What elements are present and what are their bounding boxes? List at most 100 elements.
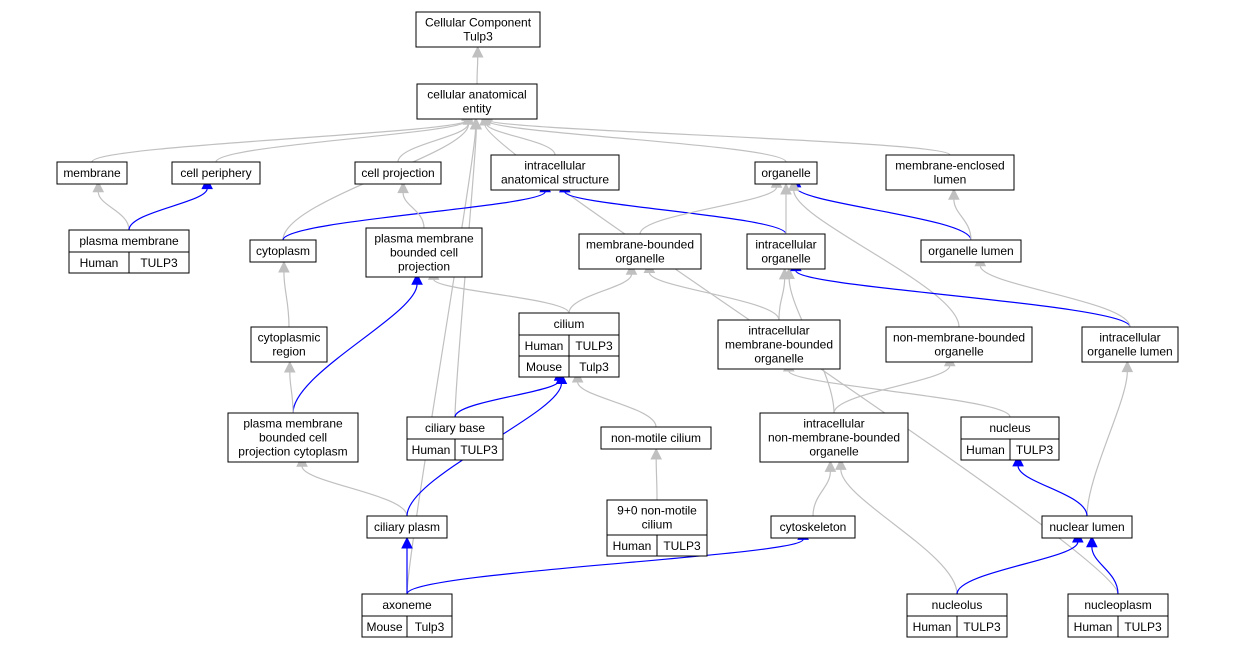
node-label: cell projection	[361, 166, 434, 180]
node-box	[746, 233, 826, 270]
edge-arrowhead	[780, 182, 792, 195]
node-label: ciliary plasm	[374, 520, 440, 534]
edge-line	[812, 471, 831, 517]
gene-cell	[454, 438, 504, 461]
edge-line	[953, 199, 972, 241]
node-inmbo: intracellularnon-membrane-boundedorganel…	[759, 412, 909, 463]
edge-line	[639, 186, 778, 235]
node-label: cellular anatomical	[427, 88, 526, 102]
node-label: anatomical structure	[501, 173, 609, 187]
node-label: organelle	[934, 345, 984, 359]
node-label: organelle lumen	[1087, 345, 1172, 359]
edge-pmbcpc-to-pmbcp	[292, 273, 423, 414]
node-label: projection	[398, 260, 450, 274]
node-label: organelle	[615, 252, 665, 266]
badge-human: Human TULP3	[606, 534, 708, 557]
node-label: entity	[463, 102, 492, 116]
edge-line	[577, 381, 657, 428]
node-box	[415, 11, 541, 48]
node-box	[770, 515, 856, 539]
node-label: non-membrane-bounded	[768, 431, 900, 445]
node-label: cytoplasmic	[258, 331, 321, 345]
gene-cell	[406, 615, 453, 638]
edge-line	[486, 119, 951, 156]
edge-nonmotile-to-cilium	[571, 370, 657, 428]
species-label: Mouse	[526, 360, 562, 374]
edge-line	[1017, 465, 1088, 517]
node-label: bounded cell	[390, 246, 458, 260]
node-box	[227, 412, 359, 463]
edge-arrowhead	[824, 460, 837, 472]
node-label: membrane-bounded	[725, 338, 833, 352]
gene-cell	[656, 534, 708, 557]
edge-line	[397, 123, 469, 163]
badge-human: Human TULP3	[518, 334, 620, 357]
edge-arrowhead	[1086, 535, 1098, 548]
species-label: Human	[966, 443, 1005, 457]
edge-arrowhead	[1121, 360, 1134, 373]
node-box	[885, 154, 1015, 191]
gene-label: TULP3	[663, 539, 701, 553]
edge-line	[485, 122, 556, 156]
species-label: Human	[525, 339, 564, 353]
node-box	[171, 161, 261, 185]
node-box	[416, 83, 538, 120]
edge-line	[292, 284, 418, 414]
node-label: axoneme	[382, 598, 432, 612]
edge-io-to-organelle	[780, 182, 792, 234]
edge-pmbcpc-to-cytoregion	[283, 360, 296, 414]
edge-mbo-to-organelle	[639, 176, 783, 235]
edge-line	[840, 469, 958, 595]
gene-label: TULP3	[460, 443, 498, 457]
edge-line	[979, 265, 1131, 328]
node-box	[600, 426, 712, 450]
edge-line	[648, 272, 780, 321]
edge-membrane-to-cae	[91, 108, 473, 163]
node-ciliaryplasm: ciliary plasm	[366, 515, 448, 539]
gene-label: TULP3	[575, 339, 613, 353]
edge-line	[97, 191, 130, 231]
node-label: region	[272, 345, 305, 359]
node-cellprojection: cell projection	[354, 161, 442, 185]
node-label: intracellular	[1099, 331, 1160, 345]
node-box	[1041, 515, 1133, 539]
gene-label: TULP3	[963, 620, 1001, 634]
edge-pmbcp-to-cellprojection	[397, 181, 425, 229]
edge-line	[795, 270, 1131, 328]
node-label: Cellular Component	[425, 16, 532, 30]
species-label: Human	[613, 539, 652, 553]
edge-arrowhead	[555, 372, 568, 385]
node-box	[1081, 326, 1179, 363]
edge-nmbo-to-organelle	[787, 179, 960, 328]
node-label: bounded cell	[259, 431, 327, 445]
node-nonmotile: non-motile cilium	[600, 426, 712, 450]
node-label: cytoplasm	[256, 244, 310, 258]
node-label: nucleolus	[932, 598, 983, 612]
gene-label: TULP3	[1016, 443, 1054, 457]
node-box	[885, 326, 1033, 363]
node-label: membrane	[63, 166, 121, 180]
edge-arrowhead	[783, 267, 795, 279]
edge-cilium-to-mbo	[568, 263, 638, 314]
node-label: non-motile cilium	[611, 431, 701, 445]
edge-line	[282, 191, 546, 241]
node-label: intracellular	[748, 324, 809, 338]
edge-arrowhead	[650, 447, 663, 460]
gene-cell	[1117, 615, 1169, 638]
edge-line	[833, 365, 951, 414]
edge-line	[301, 466, 408, 517]
node-box	[249, 239, 317, 263]
node-box	[354, 161, 442, 185]
edge-line	[406, 128, 477, 595]
